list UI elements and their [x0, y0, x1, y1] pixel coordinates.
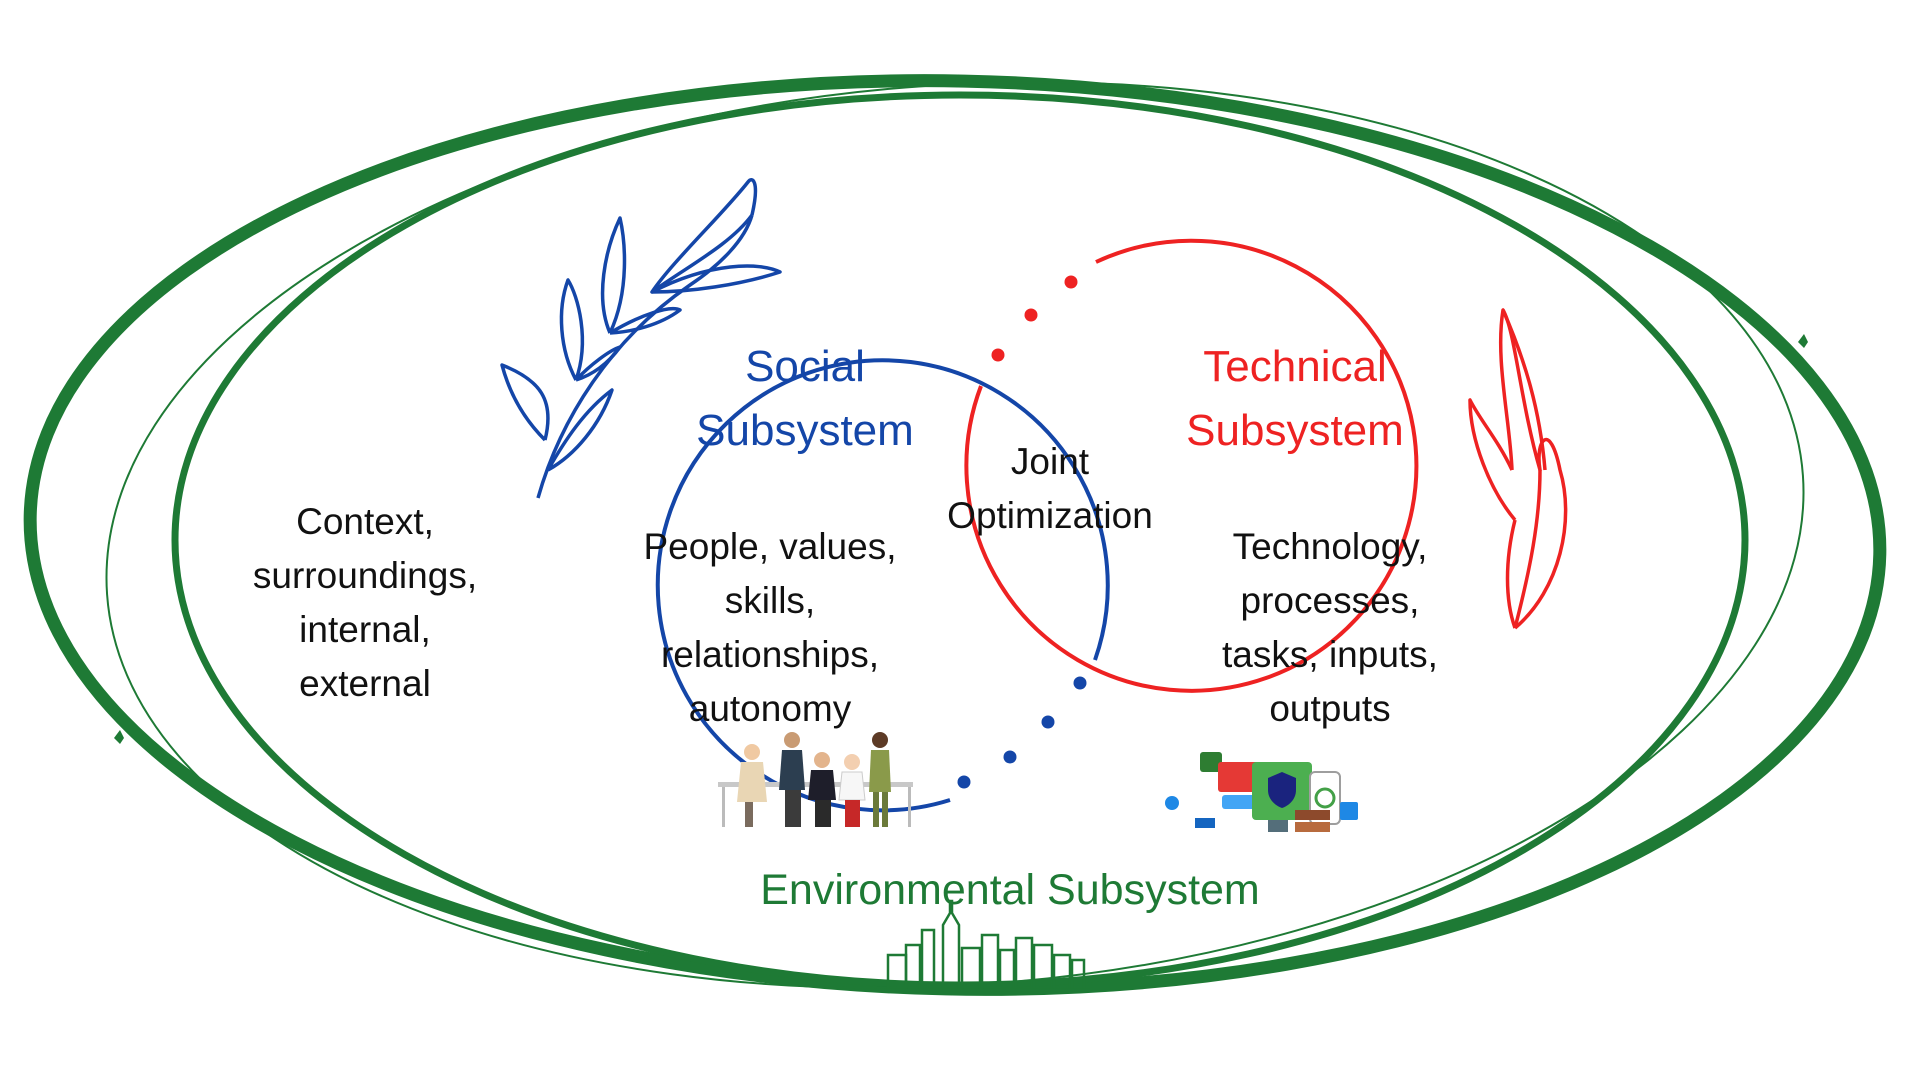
technical-item-line: tasks, inputs,: [1222, 634, 1438, 675]
social-item-line: skills,: [724, 580, 816, 621]
team-meeting-icon: [718, 732, 913, 827]
social-item-line: relationships,: [660, 634, 879, 675]
social-items-text: People, values, skills, relationships, a…: [610, 520, 930, 736]
social-subsystem-title: Social Subsystem: [640, 335, 970, 463]
city-skyline-icon: [884, 899, 1090, 992]
environment-context-text: Context, surroundings, internal, externa…: [220, 495, 510, 711]
context-line: Context,: [296, 501, 434, 542]
technical-subsystem-title: Technical Subsystem: [1130, 335, 1460, 463]
technical-items-text: Technology, processes, tasks, inputs, ou…: [1170, 520, 1490, 736]
context-line: internal,: [299, 609, 431, 650]
technical-title-line2: Subsystem: [1186, 406, 1404, 455]
technical-item-line: processes,: [1240, 580, 1420, 621]
social-title-line2: Subsystem: [696, 406, 914, 455]
joint-optimization-label: Joint Optimization: [900, 435, 1200, 543]
context-line: external: [299, 663, 431, 704]
leaf-branch-icon: [500, 177, 782, 499]
joint-line2: Optimization: [947, 495, 1153, 536]
social-item-line: autonomy: [688, 688, 852, 729]
social-title-line1: Social: [745, 342, 865, 391]
flame-leaf-icon: [1468, 308, 1568, 630]
social-item-line: People, values,: [643, 526, 897, 567]
technical-item-line: Technology,: [1232, 526, 1428, 567]
technical-title-line1: Technical: [1203, 342, 1387, 391]
context-line: surroundings,: [252, 555, 478, 596]
technical-subsystem-circle: [964, 238, 1419, 693]
technical-item-line: outputs: [1269, 688, 1391, 729]
joint-line1: Joint: [1010, 441, 1090, 482]
social-subsystem-circle: [655, 358, 1110, 813]
devices-security-icon: [1165, 752, 1358, 832]
environmental-subsystem-title: Environmental Subsystem: [760, 866, 1260, 914]
